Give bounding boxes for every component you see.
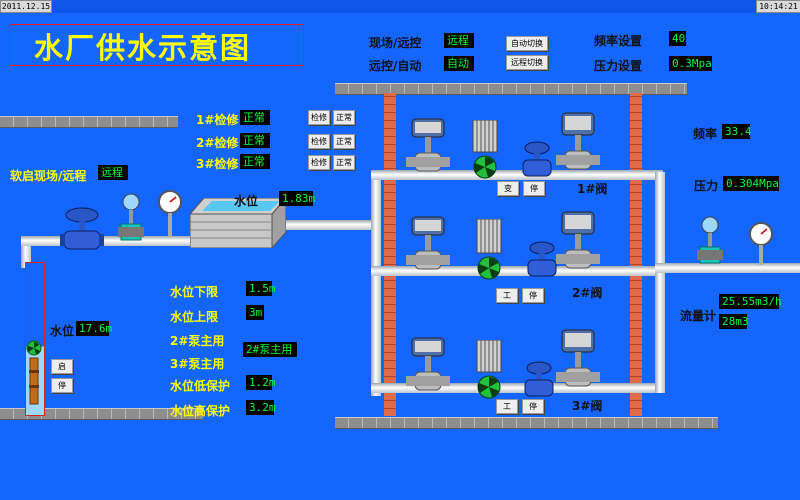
param-low-level-value[interactable]: 1.5m	[246, 281, 276, 296]
well-level-value: 17.6m	[76, 321, 112, 336]
maint-2-status: 正常	[240, 133, 270, 148]
maint-3-normal-button[interactable]: 正常	[333, 155, 355, 170]
well-pipe	[21, 238, 31, 268]
outlet-pressure-label: 压力	[694, 179, 719, 193]
param-high-level-label: 水位上限	[170, 310, 219, 324]
pump3-stop-button[interactable]: 停	[522, 399, 544, 414]
maint-2-repair-button[interactable]: 检修	[308, 134, 330, 149]
branch-pipe-2	[371, 266, 663, 276]
pump1-outlet-valve-icon	[556, 112, 600, 170]
freq-setting-label: 频率设置	[594, 34, 643, 48]
pump1-vfd-button[interactable]: 变	[497, 181, 519, 196]
inlet-pressure-gauge-icon	[158, 190, 182, 237]
pump2-check-valve-icon	[527, 241, 557, 277]
flowmeter-label: 流量计	[680, 309, 717, 323]
outlet-freq-label: 频率	[693, 127, 718, 141]
param-low-protect-label: 水位低保护	[170, 379, 231, 393]
maint-3-label: 3#检修	[196, 157, 239, 171]
maint-2-label: 2#检修	[196, 136, 239, 150]
auto-switch-button[interactable]: 自动切换	[506, 36, 548, 51]
tank-out-pipe	[284, 220, 376, 230]
well-level-label: 水位	[50, 324, 75, 338]
maint-2-normal-button[interactable]: 正常	[333, 134, 355, 149]
param-high-protect-label: 水位高保护	[170, 404, 231, 418]
wall-top	[335, 83, 687, 95]
inlet-control-valve-icon	[60, 207, 104, 250]
pillar-right	[630, 93, 642, 416]
param-pump3-label: 3#泵主用	[170, 357, 225, 371]
pillar-left	[384, 93, 396, 416]
outlet-pressure-value: 0.304Mpa	[723, 176, 779, 191]
pump2-stop-button[interactable]: 停	[522, 288, 544, 303]
water-tank	[190, 198, 286, 248]
pump3-label: 3#阀	[572, 399, 603, 413]
pump1-check-valve-icon	[522, 141, 552, 177]
pump1-stop-button[interactable]: 停	[523, 181, 545, 196]
remote-auto-value: 自动	[444, 56, 474, 71]
flow-total-value: 28m3	[719, 314, 749, 329]
param-low-protect-value[interactable]: 1.2m	[246, 375, 276, 390]
well-start-button[interactable]: 启	[51, 359, 73, 374]
freq-setting-value[interactable]: 40	[669, 31, 686, 46]
pump3-motor-icon	[476, 340, 502, 399]
softstart-label: 软启现场/远程	[10, 169, 87, 183]
pump2-motor-icon	[476, 219, 502, 280]
outlet-pressure-gauge-icon	[749, 222, 773, 265]
outlet-flowmeter-icon	[697, 216, 723, 264]
pressure-setting-value[interactable]: 0.3Mpa	[669, 56, 712, 71]
branch-pipe-3	[371, 383, 663, 393]
pump1-label: 1#阀	[577, 182, 608, 196]
maint-1-normal-button[interactable]: 正常	[333, 110, 355, 125]
branch-pipe-1	[371, 170, 663, 180]
header-pipe-right	[655, 172, 665, 393]
softstart-value: 远程	[98, 165, 128, 180]
time-display: 10:14:21	[756, 0, 800, 13]
wall-bottom-left	[0, 408, 203, 420]
inlet-flowmeter-icon	[118, 193, 144, 241]
maint-1-repair-button[interactable]: 检修	[308, 110, 330, 125]
page-title: 水厂供水示意图	[34, 31, 252, 65]
pump2-run-button[interactable]: 工	[496, 288, 518, 303]
remote-auto-label: 远控/自动	[369, 59, 422, 73]
inlet-pipe	[21, 236, 191, 246]
wall-left	[0, 116, 178, 128]
title-frame	[9, 24, 304, 66]
pump2-label: 2#阀	[572, 286, 603, 300]
local-remote-value: 远程	[444, 33, 474, 48]
pump2-inlet-valve-icon	[406, 216, 450, 270]
pump2-outlet-valve-icon	[556, 211, 600, 269]
pump3-check-valve-icon	[524, 361, 554, 397]
wall-bottom	[335, 417, 718, 429]
pump3-outlet-valve-icon	[556, 329, 600, 387]
maint-3-repair-button[interactable]: 检修	[308, 155, 330, 170]
date-display: 2011.12.15	[0, 0, 52, 13]
param-pump-main-value: 2#泵主用	[243, 342, 297, 357]
top-bar	[0, 0, 800, 13]
remote-switch-button[interactable]: 远程切换	[506, 55, 548, 70]
pump1-motor-icon	[472, 120, 498, 179]
tank-level-value: 1.83m	[279, 191, 315, 206]
param-high-protect-value[interactable]: 3.2m	[246, 400, 276, 415]
submersible-pump-icon	[26, 340, 42, 405]
local-remote-label: 现场/远控	[369, 36, 422, 50]
header-pipe-left	[371, 172, 381, 396]
param-pump2-label: 2#泵主用	[170, 334, 225, 348]
pump3-inlet-valve-icon	[406, 337, 450, 391]
well-stop-button[interactable]: 停	[51, 378, 73, 393]
maint-1-label: 1#检修	[196, 113, 239, 127]
flow-rate-value: 25.55m3/h	[719, 294, 782, 309]
param-high-level-value[interactable]: 3m	[246, 305, 264, 320]
outlet-freq-value: 33.4	[722, 124, 752, 139]
param-low-level-label: 水位下限	[170, 285, 219, 299]
pump1-inlet-valve-icon	[406, 118, 450, 172]
outlet-pipe	[655, 263, 800, 273]
maint-1-status: 正常	[240, 110, 270, 125]
pressure-setting-label: 压力设置	[594, 59, 643, 73]
maint-3-status: 正常	[240, 154, 270, 169]
tank-level-label: 水位	[234, 194, 259, 208]
pump3-run-button[interactable]: 工	[496, 399, 518, 414]
